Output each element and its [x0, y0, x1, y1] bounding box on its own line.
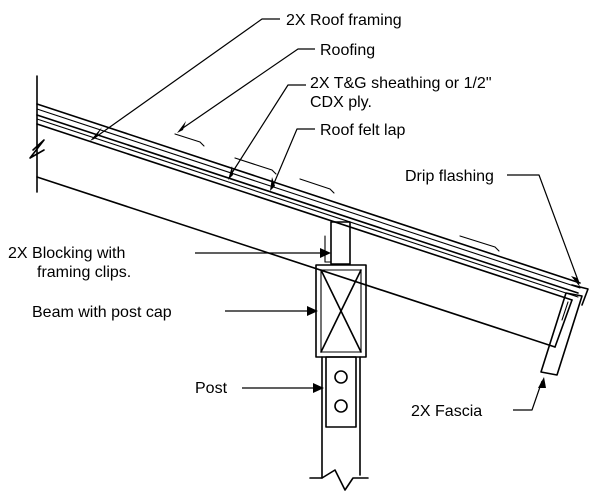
leader-post: [242, 383, 324, 393]
wall-break-line: [29, 75, 45, 193]
roofing-layer: [36, 103, 581, 289]
label-sheathing-line1: 2X T&G sheathing or 1/2": [310, 75, 492, 92]
label-fascia: 2X Fascia: [411, 403, 482, 420]
leader-roof-framing: [90, 18, 280, 141]
label-roofing: Roofing: [320, 42, 375, 59]
label-beam: Beam with post cap: [32, 304, 172, 321]
label-roof-framing: 2X Roof framing: [286, 12, 402, 29]
leader-fascia: [513, 377, 546, 411]
leader-sheathing: [228, 84, 306, 180]
roof-framing-rafter: [36, 123, 573, 348]
leader-beam: [225, 306, 318, 316]
leader-roofing: [177, 48, 315, 133]
leader-felt-lap: [270, 128, 315, 191]
blocking: [324, 221, 351, 265]
label-drip-flashing: Drip flashing: [405, 168, 494, 185]
sheathing-layer: [36, 114, 579, 298]
post: [309, 356, 369, 491]
fascia-board: [540, 292, 583, 376]
post-cap-plate: [325, 356, 357, 428]
label-blocking-line1: 2X Blocking with: [8, 245, 125, 262]
label-felt-lap: Roof felt lap: [320, 122, 405, 139]
drip-flashing: [571, 284, 589, 306]
leader-drip-flashing: [507, 174, 580, 287]
label-blocking-line2: framing clips.: [37, 264, 131, 281]
label-post: Post: [195, 380, 228, 397]
label-sheathing-line2: CDX ply.: [310, 94, 372, 111]
leader-blocking: [195, 248, 331, 258]
roof-felt-lap: [174, 133, 500, 252]
beam-with-post-cap: [315, 264, 367, 358]
